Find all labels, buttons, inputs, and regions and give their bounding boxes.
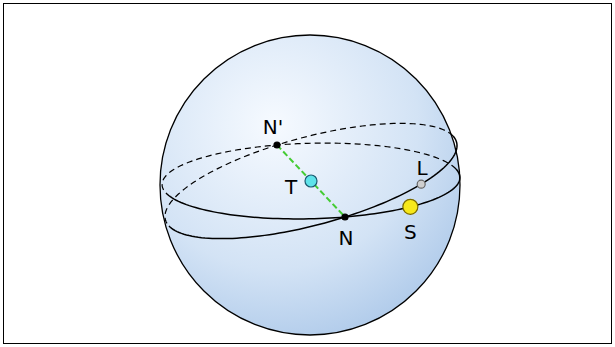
point-label: S — [404, 222, 417, 242]
line-of-nodes — [277, 145, 345, 217]
ecliptic-circle-front — [166, 169, 460, 219]
node-point — [274, 142, 280, 148]
point-label: N' — [263, 117, 283, 137]
point-label: N — [339, 228, 354, 248]
frame-border — [4, 4, 612, 344]
earth-dot — [305, 175, 317, 187]
lunar-orbit-circle-back — [165, 123, 453, 226]
sphere — [160, 35, 460, 335]
node-point — [342, 214, 348, 220]
point-label: L — [417, 158, 428, 178]
sun-dot — [403, 199, 418, 214]
point-label: T — [285, 177, 297, 197]
ecliptic-circle-back — [162, 143, 456, 193]
moon-dot — [417, 180, 425, 188]
